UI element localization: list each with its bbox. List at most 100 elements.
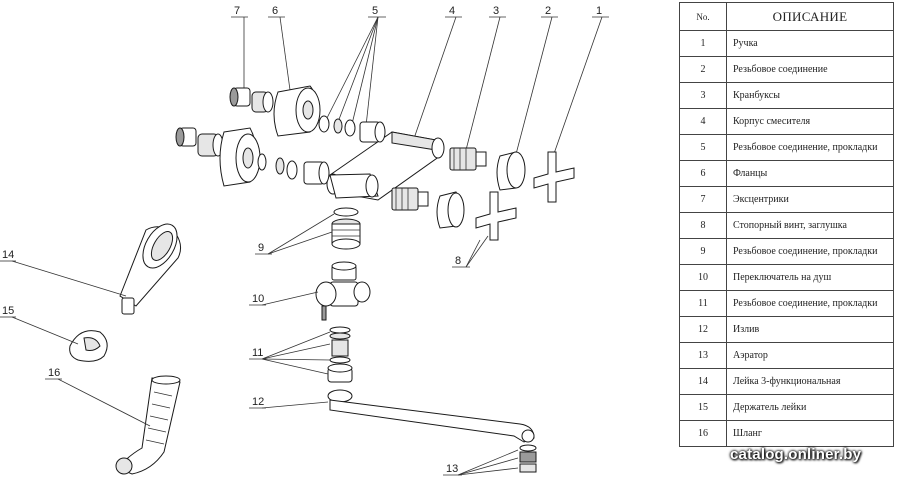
svg-text:9: 9 xyxy=(258,242,264,254)
row-no: 3 xyxy=(679,82,727,109)
row-description: Ручка xyxy=(726,30,894,57)
connector-9 xyxy=(331,207,361,250)
row-description: Резьбовое соединение, прокладки xyxy=(726,134,894,161)
callout-1: 1 xyxy=(549,5,609,166)
callout-6: 6 xyxy=(268,5,291,91)
row-no: 2 xyxy=(679,56,727,83)
callout-5: 5 xyxy=(326,5,386,127)
callout-16: 16 xyxy=(45,367,151,427)
callout-7: 7 xyxy=(231,5,248,90)
row-no: 1 xyxy=(679,30,727,57)
callout-11: 11 xyxy=(249,331,331,375)
row-no: 8 xyxy=(679,212,727,239)
row-no: 7 xyxy=(679,186,727,213)
svg-text:1: 1 xyxy=(596,5,602,17)
row-no: 4 xyxy=(679,108,727,135)
upper-left-group xyxy=(229,85,386,143)
svg-text:6: 6 xyxy=(272,5,278,17)
row-description: Лейка 3-функциональная xyxy=(726,368,894,395)
row-no: 14 xyxy=(679,368,727,395)
table-header-row: No. ОПИСАНИЕ xyxy=(679,2,894,31)
svg-text:8: 8 xyxy=(455,255,461,267)
svg-text:4: 4 xyxy=(449,5,455,17)
svg-text:5: 5 xyxy=(372,5,378,17)
svg-text:13: 13 xyxy=(446,463,458,475)
callout-9: 9 xyxy=(255,213,335,255)
row-description: Резьбовое соединение xyxy=(726,56,894,83)
callout-3: 3 xyxy=(465,5,506,151)
svg-text:10: 10 xyxy=(252,293,264,305)
svg-text:16: 16 xyxy=(48,367,60,379)
shower-head-14 xyxy=(119,223,182,315)
holder-15 xyxy=(69,330,108,362)
cartridge-lower xyxy=(391,187,429,211)
spout-12 xyxy=(327,389,535,443)
row-no: 11 xyxy=(679,290,727,317)
lower-left-group xyxy=(175,127,379,199)
handle-lower xyxy=(475,191,517,241)
row-no: 5 xyxy=(679,134,727,161)
cartridge-upper xyxy=(449,147,487,171)
callout-8: 8 xyxy=(452,235,489,268)
row-description: Переключатель на душ xyxy=(726,264,894,291)
row-description: Кранбуксы xyxy=(726,82,894,109)
row-description: Корпус смесителя xyxy=(726,108,894,135)
svg-text:3: 3 xyxy=(493,5,499,17)
row-description: Фланцы xyxy=(726,160,894,187)
nut-lower xyxy=(436,191,465,229)
row-no: 9 xyxy=(679,238,727,265)
header-no: No. xyxy=(679,2,727,31)
hose-16 xyxy=(115,375,181,475)
row-description: Излив xyxy=(726,316,894,343)
diverter-10 xyxy=(315,261,371,321)
callout-12: 12 xyxy=(249,396,329,409)
svg-text:14: 14 xyxy=(2,249,14,261)
row-no: 12 xyxy=(679,316,727,343)
header-description: ОПИСАНИЕ xyxy=(726,2,894,31)
svg-text:11: 11 xyxy=(252,347,263,359)
row-no: 6 xyxy=(679,160,727,187)
aerator-13 xyxy=(519,444,537,473)
row-description: Держатель лейки xyxy=(726,394,894,421)
exploded-view-diagram: 7 6 5 4 3 2 1 xyxy=(0,5,609,476)
row-description: Шланг xyxy=(726,420,894,447)
svg-text:7: 7 xyxy=(234,5,240,17)
callout-14: 14 xyxy=(0,249,127,297)
callout-15: 15 xyxy=(0,305,79,345)
row-no: 13 xyxy=(679,342,727,369)
row-description: Аэратор xyxy=(726,342,894,369)
nut-set-11 xyxy=(327,326,353,383)
row-description: Эксцентрики xyxy=(726,186,894,213)
callout-4: 4 xyxy=(409,5,462,151)
svg-text:15: 15 xyxy=(2,305,14,317)
callout-2: 2 xyxy=(514,5,558,159)
nut-upper xyxy=(496,151,526,191)
row-no: 10 xyxy=(679,264,727,291)
handle-upper xyxy=(533,151,575,203)
row-no: 16 xyxy=(679,420,727,447)
row-description: Резьбовое соединение, прокладки xyxy=(726,238,894,265)
watermark: catalog.onliner.by xyxy=(730,446,862,463)
callout-13: 13 xyxy=(443,449,519,476)
svg-text:2: 2 xyxy=(545,5,551,17)
callout-10: 10 xyxy=(249,291,319,306)
svg-text:12: 12 xyxy=(252,396,264,408)
row-description: Стопорный винт, заглушка xyxy=(726,212,894,239)
row-no: 15 xyxy=(679,394,727,421)
